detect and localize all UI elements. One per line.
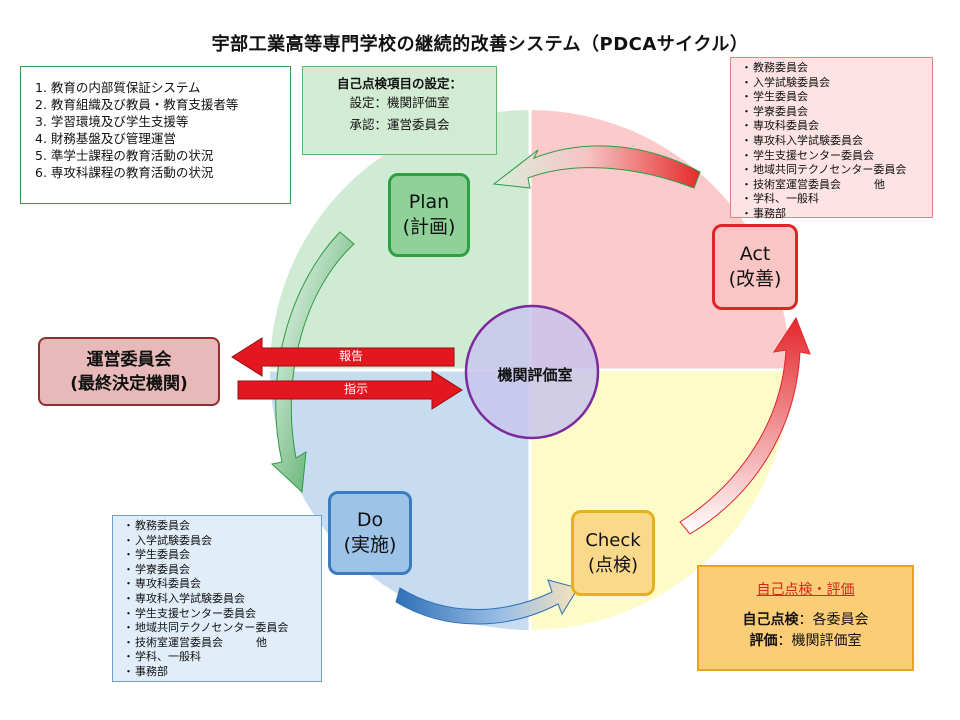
act-phase-name: Act: [739, 243, 771, 265]
evaluation-key: 評価: [749, 633, 778, 649]
evaluation-item: 2. 教育組織及び教員・教育支援者等: [35, 97, 239, 112]
committee-item: 学生支援センター委員会: [123, 607, 315, 622]
committee-item: 学寮委員会: [123, 563, 315, 578]
committee-item: 学生委員会: [741, 90, 926, 105]
steering-committee-role: (最終決定機関): [70, 373, 188, 394]
committee-item: 地域共同テクノセンター委員会: [741, 163, 926, 178]
evaluation-value: ：機関評価室: [777, 633, 862, 649]
self-evaluation-box: 自己点検・評価 自己点検：各委員会 評価：機関評価室: [697, 565, 914, 671]
committee-item: 専攻科委員会: [741, 119, 926, 134]
check-to-act-arrow: [679, 316, 811, 535]
act-committee-list: 教務委員会 入学試験委員会 学生委員会 学寮委員会 専攻科委員会 専攻科入学試験…: [730, 57, 933, 220]
steering-committee-name: 運営委員会: [86, 349, 172, 370]
committee-item: 学寮委員会: [741, 105, 926, 120]
report-arrow: [231, 337, 455, 377]
evaluation-item: 3. 学習環境及び学生支援等: [35, 114, 189, 129]
evaluation-item: 4. 財務基盤及び管理運営: [35, 131, 176, 146]
do-phase-jp: (実施): [343, 534, 397, 556]
self-check-key: 自己点検: [742, 612, 799, 628]
committee-item: 技術室運営委員会 他: [123, 636, 315, 651]
plan-phase-box: Plan (計画): [388, 173, 470, 257]
do-phase-box: Do (実施): [328, 491, 412, 575]
evaluation-heading: 自己点検・評価: [756, 582, 855, 598]
committee-item: 事務部: [123, 665, 315, 680]
do-to-check-arrow: [395, 579, 579, 625]
evaluation-line: 評価：機関評価室: [699, 631, 912, 652]
check-phase-jp: (点検): [587, 555, 639, 576]
self-check-line: 自己点検：各委員会: [699, 610, 912, 631]
committee-item: 専攻科委員会: [123, 577, 315, 592]
evaluation-item: 6. 専攻科課程の教育活動の状況: [35, 165, 214, 180]
act-to-plan-arrow: [492, 145, 701, 189]
item-setting-box: 自己点検項目の設定： 設定：機関評価室 承認：運営委員会: [302, 66, 497, 155]
self-check-value: ：各委員会: [798, 612, 869, 628]
center-label: 機関評価室: [497, 365, 573, 384]
center-circle: [464, 304, 600, 440]
committee-item: 教務委員会: [741, 61, 926, 76]
check-phase-box: Check (点検): [571, 510, 655, 596]
do-committee-list: 教務委員会 入学試験委員会 学生委員会 学寮委員会 専攻科委員会 専攻科入学試験…: [112, 515, 322, 682]
setting-approval: 承認：運営委員会: [349, 117, 450, 132]
page-title: 宇部工業高等専門学校の継続的改善システム（PDCAサイクル）: [211, 34, 749, 55]
steering-committee-box: 運営委員会 (最終決定機関): [38, 337, 220, 406]
committee-item: 技術室運営委員会 他: [741, 178, 926, 193]
committee-item: 入学試験委員会: [741, 76, 926, 91]
setting-setup: 設定：機関評価室: [349, 95, 450, 110]
committee-item: 専攻科入学試験委員会: [123, 592, 315, 607]
committee-item: 地域共同テクノセンター委員会: [123, 621, 315, 636]
do-phase-name: Do: [356, 509, 384, 531]
evaluation-item: 1. 教育の内部質保証システム: [35, 80, 201, 95]
evaluation-items-box: 1. 教育の内部質保証システム 2. 教育組織及び教員・教育支援者等 3. 学習…: [20, 66, 291, 204]
evaluation-item: 5. 準学士課程の教育活動の状況: [35, 148, 214, 163]
committee-item: 専攻科入学試験委員会: [741, 134, 926, 149]
committee-item: 学科、一般科: [741, 192, 926, 207]
committee-item: 教務委員会: [123, 519, 315, 534]
committee-item: 学科、一般科: [123, 650, 315, 665]
committee-item: 事務部: [741, 207, 926, 222]
report-label: 報告: [339, 349, 364, 363]
setting-heading: 自己点検項目の設定：: [336, 76, 462, 91]
act-phase-box: Act (改善): [712, 224, 798, 310]
committee-item: 学生委員会: [123, 548, 315, 563]
act-phase-jp: (改善): [728, 268, 782, 290]
direct-arrow: [237, 370, 463, 410]
plan-phase-jp: (計画): [402, 216, 456, 238]
direct-label: 指示: [344, 382, 369, 396]
check-phase-name: Check: [585, 530, 641, 551]
committee-item: 学生支援センター委員会: [741, 149, 926, 164]
committee-item: 入学試験委員会: [123, 534, 315, 549]
plan-phase-name: Plan: [408, 191, 450, 213]
